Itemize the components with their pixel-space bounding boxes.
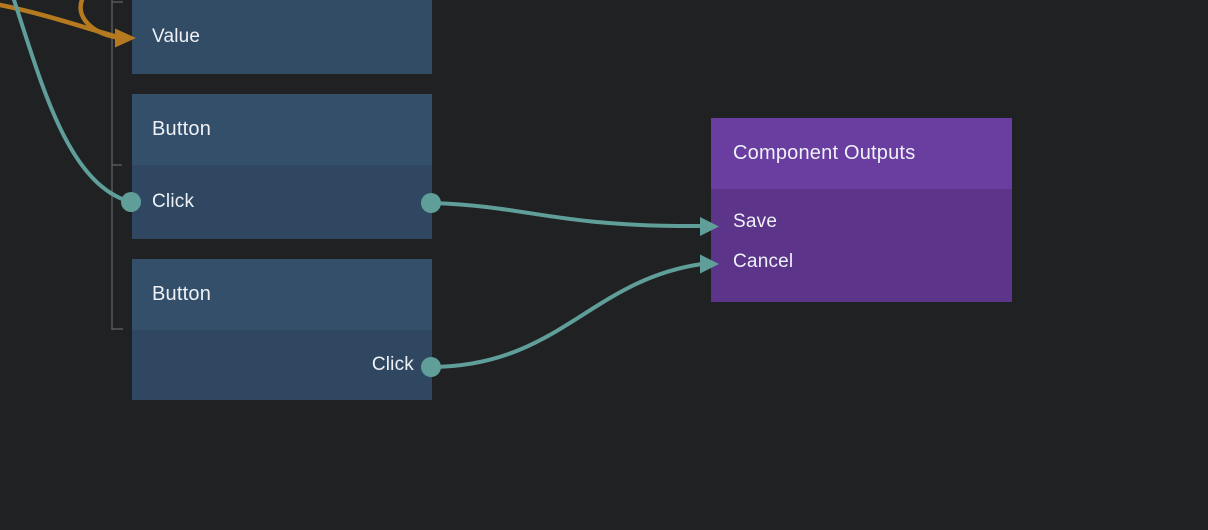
wire-teal-into-click[interactable]: [12, 0, 133, 204]
cancel-input-label: Cancel: [733, 251, 794, 272]
teal-wire-from-top[interactable]: [12, 0, 133, 204]
component-outputs-body: Save Cancel: [711, 189, 1012, 302]
button-bottom-header[interactable]: Button: [132, 259, 432, 330]
button-bottom-click-label: Click: [371, 354, 414, 375]
component-outputs-save-row[interactable]: Save: [711, 202, 1012, 242]
component-outputs-title: Component Outputs: [733, 142, 916, 164]
save-input-label: Save: [733, 211, 778, 232]
button-bottom-title: Button: [152, 283, 212, 305]
button-top-click-row[interactable]: Click: [132, 165, 432, 239]
component-outputs-header[interactable]: Component Outputs: [711, 118, 1012, 189]
wire-click-to-cancel[interactable]: [429, 254, 719, 369]
node-button-bottom[interactable]: Button Click: [132, 259, 432, 400]
component-outputs-cancel-row[interactable]: Cancel: [711, 242, 1012, 282]
node-button-top[interactable]: Button Click: [132, 94, 432, 239]
wire-click-to-save[interactable]: [429, 201, 719, 236]
button-bottom-click-row[interactable]: Click: [132, 330, 432, 400]
button-top-title: Button: [152, 118, 212, 140]
value-input-row[interactable]: Value: [132, 0, 432, 74]
cancel-wire[interactable]: [429, 262, 704, 369]
value-input-label: Value: [152, 26, 201, 47]
save-wire[interactable]: [429, 201, 704, 229]
orange-wire-from-left[interactable]: [0, 2, 121, 40]
orange-wire-from-top[interactable]: [78, 0, 118, 40]
node-value[interactable]: Value: [132, 0, 432, 74]
button-top-click-label: Click: [152, 191, 195, 212]
hierarchy-guide-line: [111, 0, 123, 330]
button-top-header[interactable]: Button: [132, 94, 432, 165]
wire-orange-to-value[interactable]: [0, 0, 136, 48]
node-component-outputs[interactable]: Component Outputs Save Cancel: [711, 118, 1012, 302]
